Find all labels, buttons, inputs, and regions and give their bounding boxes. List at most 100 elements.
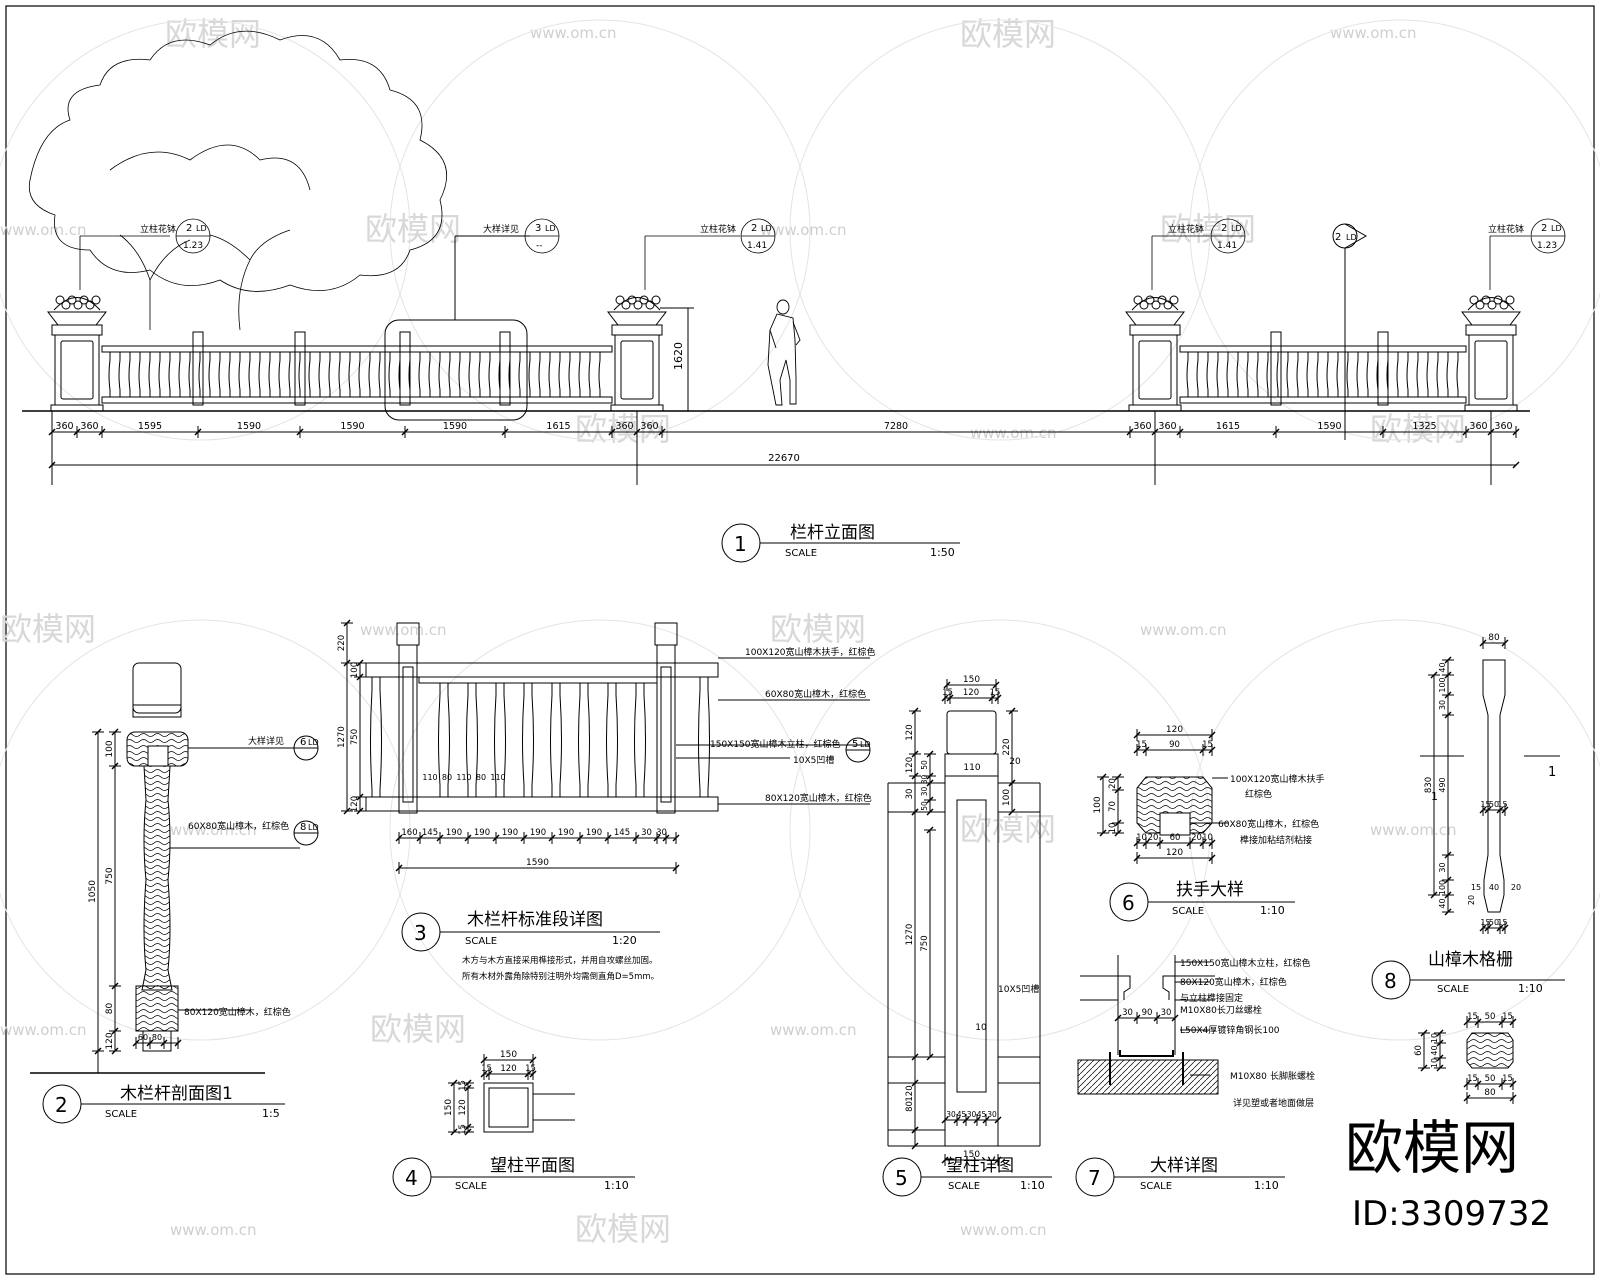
foliage	[1131, 297, 1179, 311]
planter-bowl	[1124, 311, 1186, 326]
dim-text: 20	[1511, 883, 1521, 892]
ref-num: 5	[852, 739, 858, 750]
remark: 所有木材外露角除特别注明外均需倒直角D=5mm。	[462, 971, 659, 982]
note: 150X150宽山樟木立柱，红棕色	[710, 738, 841, 750]
callout-num: 2	[186, 223, 192, 234]
elevation-callouts: 立柱花钵 2 LD 1.23 大样详见 3 LD -- 立柱花钵 2 LD 1.…	[79, 218, 1566, 290]
dim-text: 15	[990, 688, 1001, 698]
note: 10X5凹槽	[998, 983, 1039, 995]
dim-text: 15	[481, 1064, 492, 1074]
baluster	[1266, 352, 1269, 397]
dim-text: 1615	[546, 421, 570, 432]
scale-label: SCALE	[105, 1109, 137, 1120]
dim-text: 60	[1170, 833, 1181, 843]
note: 60X80宽山樟木，红棕色	[765, 688, 866, 700]
baluster	[118, 352, 121, 397]
id-watermark: ID:3309732	[1352, 1194, 1551, 1234]
dim-text: 30	[641, 828, 652, 838]
view-number: 1	[734, 532, 747, 556]
pillar-base	[1128, 404, 1182, 412]
flower-icon	[1487, 300, 1497, 310]
scale-label: SCALE	[1140, 1181, 1172, 1192]
dim-text: 100	[105, 740, 115, 757]
total-dim-text: 22670	[768, 453, 800, 464]
dim-text: 30	[656, 828, 667, 838]
height-dim-text: 1620	[672, 342, 685, 370]
baluster	[278, 352, 281, 397]
note: 红棕色	[1245, 788, 1272, 800]
flower-icon	[91, 295, 101, 305]
dim-text: 120	[350, 796, 360, 812]
pillar-with-planter	[1460, 295, 1522, 412]
dim-text: 90	[1142, 1008, 1153, 1018]
baluster	[488, 352, 491, 397]
wm-url: www.om.cn	[530, 24, 617, 42]
scale-value: 1:10	[604, 1179, 629, 1192]
wm-brand: 欧模网	[770, 610, 866, 648]
dim-text: 190	[586, 828, 602, 838]
dim-text: 15	[1467, 1012, 1478, 1022]
wm-brand: 欧模网	[1370, 410, 1466, 448]
dim-text: 1270	[337, 726, 347, 748]
flower-icon	[651, 295, 661, 305]
dim-text: 190	[446, 828, 462, 838]
scale-value: 1:10	[1020, 1179, 1045, 1192]
baluster	[268, 352, 271, 397]
dim-text: 1590	[526, 858, 549, 868]
foliage	[1467, 297, 1515, 311]
note: 榫接加粘结剂粘接	[1240, 834, 1312, 846]
dim-tick	[1512, 461, 1520, 469]
intermediate-post	[192, 331, 204, 406]
baluster	[1216, 352, 1219, 397]
wm-url: www.om.cn	[0, 1021, 87, 1039]
dim-text: 80	[1488, 633, 1500, 643]
flower-icon	[1139, 300, 1149, 310]
dim-text: 830	[1424, 777, 1434, 793]
dim-text: 1590	[237, 421, 261, 432]
baluster	[538, 352, 541, 397]
dim-text: 220	[337, 635, 347, 651]
scale-value: 1:5	[262, 1107, 280, 1120]
baluster	[1316, 352, 1319, 397]
scale-value: 1:10	[1260, 904, 1285, 917]
dim-text: 40	[1438, 662, 1447, 672]
scale-value: 1:10	[1518, 982, 1543, 995]
dim-text: 150	[963, 675, 980, 685]
wm-url: www.om.cn	[0, 221, 87, 239]
dim-text: 1590	[340, 421, 364, 432]
dim-text: 15	[1497, 918, 1507, 927]
callout-ld: LD	[1551, 224, 1562, 233]
baluster	[518, 352, 521, 397]
scale-label: SCALE	[785, 548, 817, 559]
baluster	[378, 352, 381, 397]
baluster	[338, 352, 341, 397]
baluster	[548, 352, 551, 397]
dim-text: 20	[1009, 757, 1021, 767]
baluster	[568, 352, 571, 397]
dim-text: 30	[967, 1110, 977, 1119]
dim-text: 50	[1485, 1074, 1496, 1084]
dim-text: 100	[1002, 789, 1012, 806]
intermediate-post	[499, 331, 511, 406]
dim-text: 120	[458, 1099, 468, 1115]
flower-icon	[621, 300, 631, 310]
baluster	[634, 683, 646, 797]
remark: 木方与木方直接采用榫接形式，并用自攻螺丝加固。	[462, 955, 658, 966]
dim-text: 45	[957, 1110, 967, 1119]
pillar-panel	[620, 340, 654, 400]
dim-text: 160	[401, 828, 417, 838]
baluster	[478, 352, 481, 397]
callout-ld: LD	[545, 224, 556, 233]
dim-text: 100	[1438, 677, 1447, 692]
baluster	[318, 352, 321, 397]
pillar-with-planter	[46, 295, 108, 412]
baluster	[218, 352, 221, 397]
dim-text: 60	[1414, 1045, 1424, 1056]
dim-text: 80	[442, 773, 452, 782]
pillar-cap	[51, 324, 103, 336]
view-title: 木栏杆标准段详图	[467, 910, 603, 930]
baluster	[1456, 352, 1459, 397]
